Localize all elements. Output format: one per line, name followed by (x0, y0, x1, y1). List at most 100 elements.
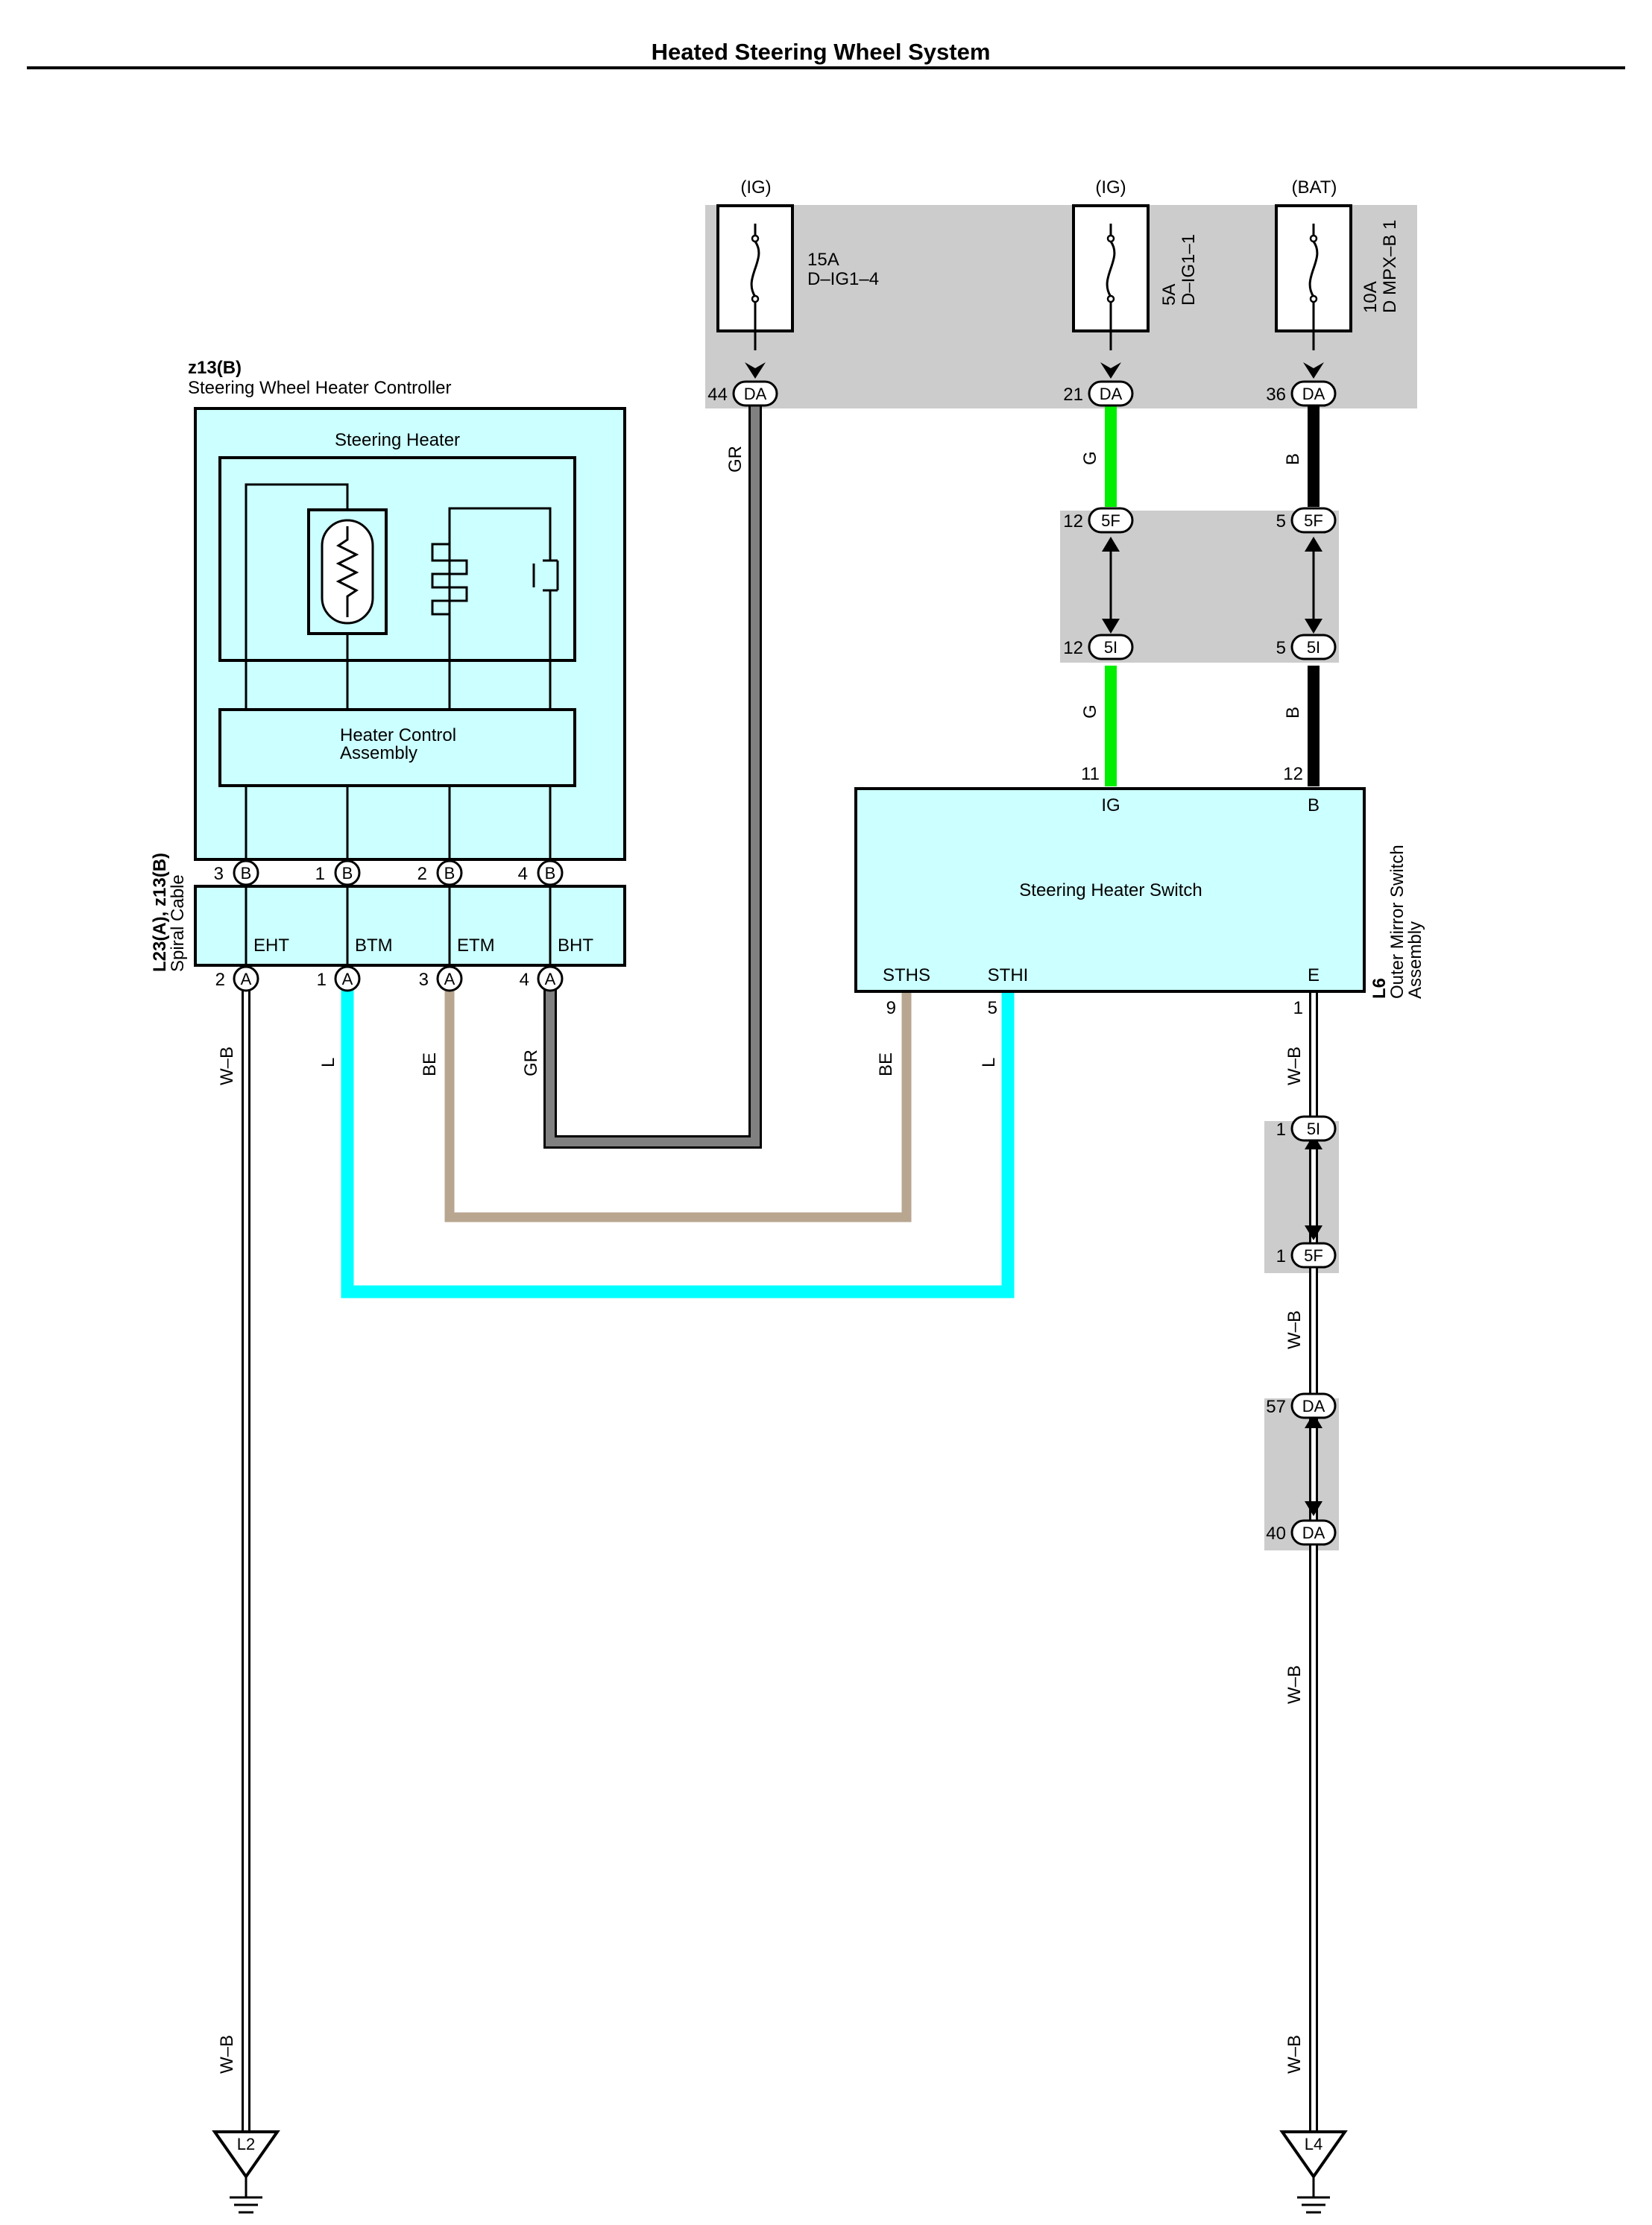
spiral-terminal: EHT (253, 935, 289, 956)
pin-number: 5 (988, 998, 997, 1018)
connector-label: DA (1302, 1397, 1325, 1416)
steering-heater-box (218, 456, 576, 662)
switch-contact-icon (532, 559, 559, 592)
wire-label: GR (521, 1050, 541, 1076)
pin-number: 1 (1276, 1246, 1286, 1266)
connector-label: 5I (1307, 638, 1320, 657)
controller-id: z13(B) (188, 358, 242, 378)
switch-terminal: B (1308, 795, 1320, 815)
fuse-name: D–IG1–4 (807, 269, 879, 289)
connector-label: 5F (1304, 511, 1323, 530)
pin-number: 1 (1293, 998, 1303, 1018)
fuse-name: D–IG1–1 (1179, 234, 1199, 306)
fuse-rating: 15A (807, 250, 839, 270)
heater-internal-wiring (245, 483, 552, 710)
fuse-rating: 10A (1361, 281, 1381, 313)
wire-be (444, 979, 912, 1222)
controller-name: Steering Wheel Heater Controller (188, 378, 452, 398)
arrow-down-icon (1303, 362, 1324, 379)
page-title: Heated Steering Wheel System (652, 39, 991, 65)
pin-number: 12 (1063, 511, 1083, 531)
switch-name: Assembly (1405, 921, 1425, 999)
power-source-label: (BAT) (1292, 177, 1337, 198)
pin-number: 36 (1266, 385, 1286, 405)
switch-name: Outer Mirror Switch (1387, 845, 1407, 999)
spiral-terminal: BHT (558, 935, 593, 956)
ground-l2 (212, 2130, 280, 2214)
arrow-down-icon (1100, 362, 1121, 379)
pin-number: 40 (1266, 1524, 1286, 1544)
connector-label: 5I (1307, 1120, 1320, 1138)
wire-label: L (318, 1058, 338, 1067)
pin-connector: B (545, 864, 556, 883)
heater-control-assembly (218, 708, 576, 787)
switch-terminal: IG (1101, 795, 1120, 815)
pin-number: 4 (520, 970, 529, 990)
wire-label: W–B (1284, 1047, 1305, 1085)
fuse-d-mpx-b1 (1275, 204, 1352, 350)
pin-number: 12 (1063, 638, 1083, 658)
steering-heater-switch-box (854, 787, 1366, 993)
heater-element-icon (431, 543, 468, 616)
pin-number: 21 (1063, 385, 1083, 405)
pin-number: 57 (1266, 1397, 1286, 1417)
heater-control-label: Heater Control (340, 725, 456, 745)
power-source-label: (IG) (740, 177, 771, 198)
pin-number: 5 (1276, 638, 1286, 658)
wire-label: B (1283, 453, 1303, 465)
ground-label: L2 (237, 2135, 255, 2153)
pin-connector: B (444, 864, 455, 883)
ground-label: L4 (1305, 2135, 1322, 2153)
pin-connector: B (241, 864, 252, 883)
pin-number: 44 (707, 385, 728, 405)
wire-label: W–B (1284, 1665, 1305, 1704)
pin-number: 5 (1276, 511, 1286, 531)
fuse-icon (750, 224, 760, 350)
control-leads (245, 786, 552, 859)
wire-label: G (1080, 704, 1100, 719)
connector-label: DA (1302, 385, 1325, 403)
wire-label: W–B (217, 1047, 237, 1085)
junction-link (1305, 1134, 1322, 1516)
pin-number: 9 (886, 998, 896, 1018)
wire-l (341, 979, 1015, 1298)
wire-label: BE (876, 1052, 896, 1076)
spiral-terminal: ETM (457, 935, 495, 956)
wire-label: W–B (1284, 2035, 1305, 2074)
junction-link (1305, 537, 1322, 634)
pin-connector: A (545, 970, 556, 988)
arrow-down-icon (745, 362, 766, 379)
connector-label: 5I (1104, 638, 1117, 657)
ground-l4 (1279, 2130, 1348, 2214)
spiral-cable-id: L23(A), z13(B) (150, 853, 170, 972)
spiral-cable-name: Spiral Cable (168, 874, 188, 972)
wire-label: W–B (217, 2035, 237, 2074)
connector-label: 5F (1101, 511, 1120, 530)
pin-number: 1 (1276, 1120, 1286, 1140)
switch-terminal: STHI (988, 965, 1029, 985)
pin-connector: A (342, 970, 353, 988)
pin-number: 12 (1283, 764, 1303, 784)
pin-number: 1 (315, 864, 325, 884)
wire-label: G (1080, 451, 1100, 465)
power-source-label: (IG) (1095, 177, 1126, 198)
pin-connector: A (241, 970, 252, 988)
spiral-pin-row (233, 965, 564, 992)
ground-icon (1279, 2130, 1348, 2180)
wire-label: B (1283, 707, 1303, 719)
spiral-terminal: BTM (355, 935, 393, 956)
fuse-name: D MPX–B 1 (1380, 220, 1400, 313)
spiral-cable-box (194, 885, 626, 967)
pin-number: 3 (214, 864, 224, 884)
pin-number: 1 (317, 970, 327, 990)
wire-label: BE (420, 1052, 440, 1076)
switch-label: Steering Heater Switch (1019, 880, 1202, 900)
wire-label: GR (725, 446, 745, 473)
connector-label: DA (744, 385, 767, 403)
pin-connector: A (444, 970, 455, 988)
oval-connectors (732, 380, 1337, 1546)
pin-number: 4 (518, 864, 528, 884)
steering-heater-label: Steering Heater (335, 430, 460, 450)
spiral-cable-leads (245, 886, 552, 965)
wire-gr-fill (546, 406, 760, 1146)
